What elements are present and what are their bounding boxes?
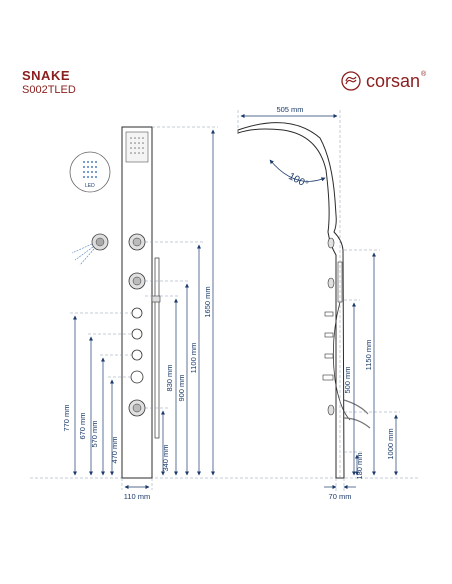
dim-500: 500 mm [343, 366, 352, 393]
angle-arc [269, 159, 326, 182]
dim-770: 770 mm [62, 404, 71, 431]
dim-1650: 1650 mm [203, 286, 212, 317]
brand-name: corsan [366, 70, 421, 91]
led-label: LED [85, 183, 95, 189]
dim-470: 470 mm [110, 436, 119, 463]
front-guides [70, 126, 218, 490]
angle-label: 100° [286, 171, 309, 190]
front-jet-top [128, 233, 146, 251]
front-panel [121, 126, 161, 479]
product-title: SNAKE [22, 68, 71, 83]
dim-830: 830 mm [165, 364, 174, 391]
dim-1150: 1150 mm [364, 340, 373, 371]
front-dim-arrows [72, 129, 216, 490]
front-jet-middle [128, 272, 146, 290]
control-knob-4 [130, 370, 144, 384]
dim-900: 900 mm [177, 374, 186, 401]
side-panel [237, 122, 371, 479]
brand-logo: corsan ® [340, 70, 426, 92]
dim-670: 670 mm [78, 412, 87, 439]
front-jet-bottom [128, 399, 146, 417]
led-inset: LED [69, 151, 111, 193]
control-knob-1 [131, 307, 143, 319]
body-jet-inset [71, 233, 109, 266]
dim-1000: 1000 mm [386, 428, 395, 459]
brand-registered-mark: ® [421, 70, 427, 78]
dim-340: 340 mm [161, 444, 170, 471]
corsan-logo-icon [341, 71, 361, 91]
dim-side-width: 505 mm [276, 105, 303, 114]
product-model: S002TLED [22, 84, 76, 96]
dim-side-depth: 70 mm [329, 492, 352, 501]
front-hand-shower [151, 257, 161, 439]
control-knob-2 [131, 328, 143, 340]
dim-180: 180 mm [355, 452, 364, 479]
side-dim-arrows [240, 113, 399, 490]
control-knob-3 [131, 349, 143, 361]
dim-570: 570 mm [90, 420, 99, 447]
dim-front-width: 110 mm [124, 492, 151, 501]
side-guides [237, 110, 400, 492]
dim-1100: 1100 mm [189, 343, 198, 374]
